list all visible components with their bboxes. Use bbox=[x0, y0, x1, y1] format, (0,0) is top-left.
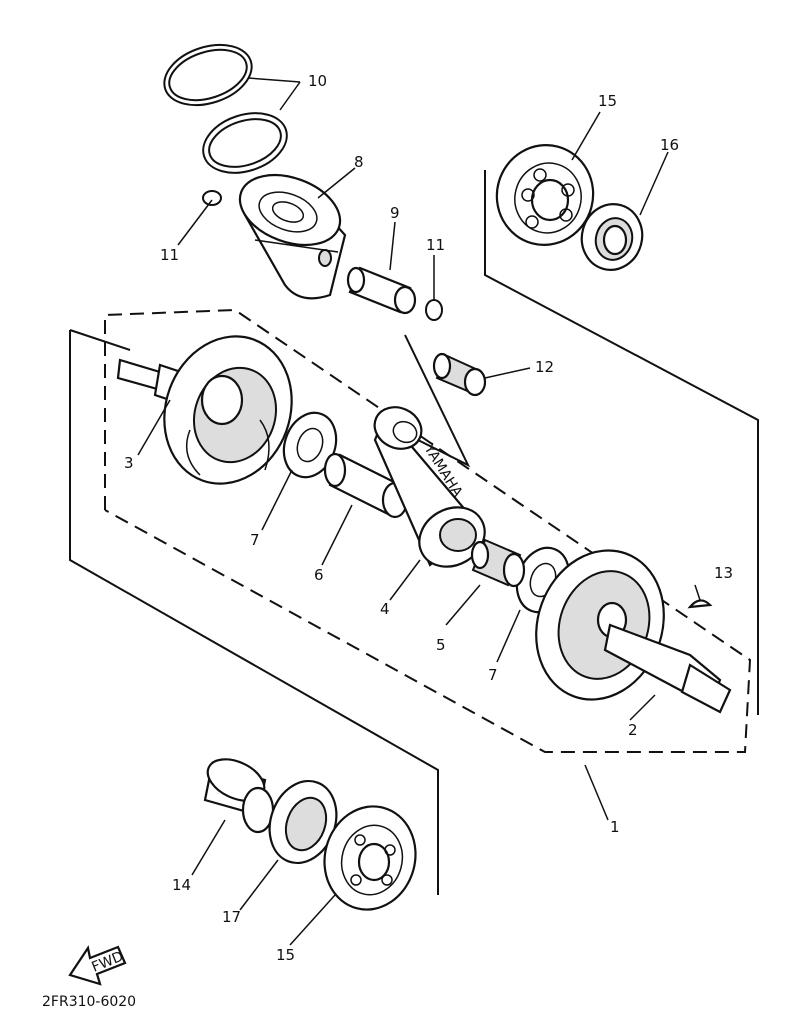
label-part-8: 8 bbox=[354, 153, 364, 171]
lower-bearing-set bbox=[203, 758, 417, 911]
label-part-15-top: 15 bbox=[598, 92, 617, 110]
piston-rings bbox=[163, 43, 288, 174]
label-part-2: 2 bbox=[628, 721, 638, 739]
label-part-17: 17 bbox=[222, 908, 241, 926]
needle-bearing-big-end bbox=[470, 538, 526, 588]
label-part-1: 1 bbox=[610, 818, 620, 836]
label-part-11-left: 11 bbox=[160, 246, 179, 264]
woodruff-key bbox=[687, 599, 713, 609]
crank-assembly-outline bbox=[69, 170, 759, 895]
label-part-7-left: 7 bbox=[250, 531, 260, 549]
label-part-7-right: 7 bbox=[488, 666, 498, 684]
diagram-code: 2FR310-6020 bbox=[42, 994, 136, 1010]
piston-pin bbox=[346, 266, 417, 315]
label-part-12: 12 bbox=[535, 358, 554, 376]
right-crankshaft bbox=[535, 549, 732, 714]
label-part-4: 4 bbox=[380, 600, 390, 618]
label-part-6: 6 bbox=[314, 566, 324, 584]
leader-lines bbox=[137, 77, 701, 946]
label-part-3: 3 bbox=[124, 454, 134, 472]
thrust-washers bbox=[282, 411, 571, 614]
label-part-9: 9 bbox=[390, 204, 400, 222]
needle-bearing-small-end bbox=[432, 352, 487, 397]
fwd-text: FWD bbox=[90, 949, 126, 976]
label-part-11-right: 11 bbox=[426, 236, 445, 254]
part-labels: 10 8 11 9 11 12 15 16 3 7 6 4 5 7 13 2 1… bbox=[124, 72, 733, 964]
label-part-10: 10 bbox=[308, 72, 327, 90]
label-part-16: 16 bbox=[660, 136, 679, 154]
label-part-5: 5 bbox=[436, 636, 446, 654]
bearing-and-seal-upper bbox=[495, 144, 644, 271]
label-part-13: 13 bbox=[714, 564, 733, 582]
forward-arrow-icon: FWD bbox=[68, 945, 127, 986]
left-crankshaft bbox=[116, 335, 293, 485]
label-part-15-bottom: 15 bbox=[276, 946, 295, 964]
label-part-14: 14 bbox=[172, 876, 191, 894]
piston bbox=[238, 173, 347, 300]
